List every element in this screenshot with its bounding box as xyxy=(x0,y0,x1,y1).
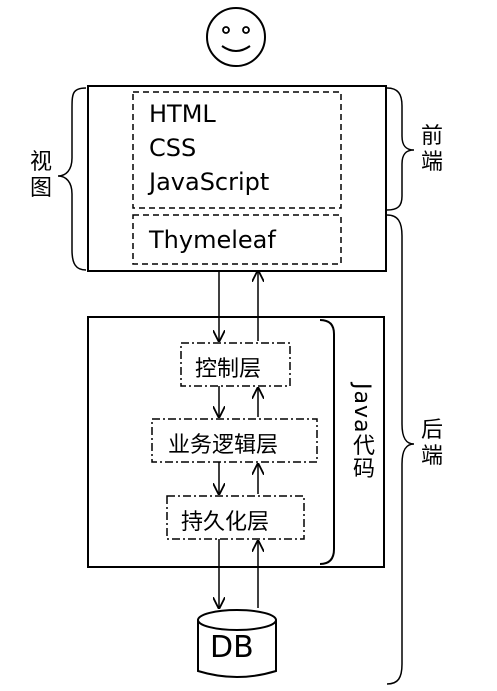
web-tech-box xyxy=(132,91,342,209)
view-brace xyxy=(57,87,87,271)
tech-javascript: JavaScript xyxy=(149,168,270,196)
backend-brace xyxy=(386,214,415,685)
database-label: DB xyxy=(210,630,254,665)
business-layer-box xyxy=(151,418,318,463)
smiley-face-icon xyxy=(206,7,266,67)
tech-css: CSS xyxy=(149,134,197,162)
persistence-layer-box xyxy=(166,495,305,540)
backend-label: 后端 xyxy=(420,418,443,469)
controller-layer-label: 控制层 xyxy=(195,357,262,382)
thymeleaf-box xyxy=(132,214,342,265)
persistence-layer-label: 持久化层 xyxy=(181,510,270,535)
java-code-label: Java代码 xyxy=(349,383,374,480)
controller-layer-box xyxy=(180,342,291,387)
database-cylinder-icon xyxy=(197,609,277,678)
frontend-box xyxy=(87,85,387,272)
frontend-label: 前端 xyxy=(420,124,443,175)
java-code-bracket xyxy=(319,319,335,565)
thymeleaf-label: Thymeleaf xyxy=(149,226,276,254)
backend-box xyxy=(87,316,385,568)
view-label: 视图 xyxy=(29,150,52,201)
tech-html: HTML xyxy=(149,100,216,128)
business-layer-label: 业务逻辑层 xyxy=(168,433,279,458)
frontend-brace xyxy=(386,87,415,211)
